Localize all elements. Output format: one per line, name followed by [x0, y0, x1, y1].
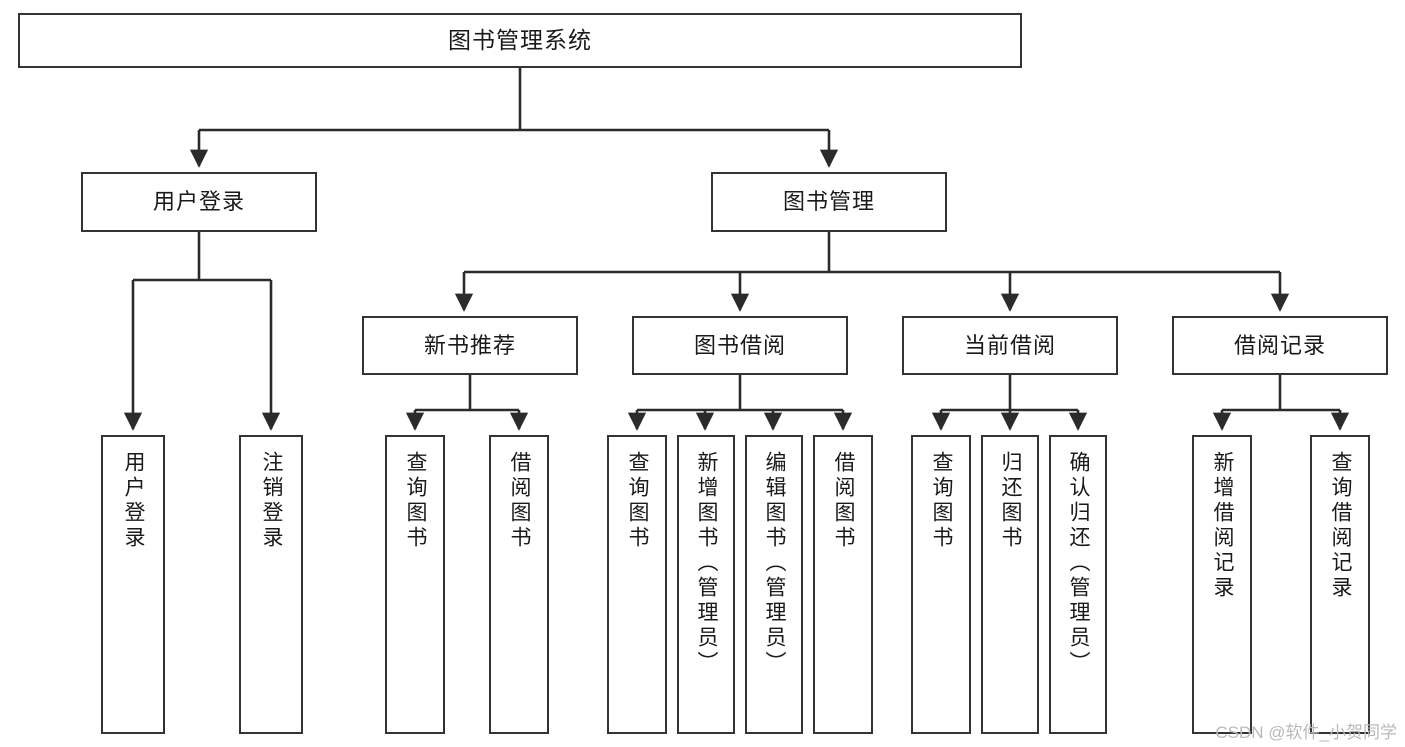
node-label: 借阅图书 [508, 451, 532, 551]
node-label: 图书管理 [782, 189, 875, 215]
node-label: 图书管理系统 [448, 26, 592, 53]
node-label: 确认归还（管理员） [1067, 451, 1091, 676]
node-book-management[interactable]: 图书管理 [711, 172, 947, 232]
leaf-query-book-borrow[interactable]: 查询图书 [607, 435, 667, 734]
node-new-book-recommendation[interactable]: 新书推荐 [362, 316, 578, 375]
node-label: 借阅图书 [832, 451, 856, 551]
node-label: 借阅记录 [1233, 332, 1326, 358]
leaf-user-logout[interactable]: 注销登录 [239, 435, 303, 734]
leaf-confirm-return-admin[interactable]: 确认归还（管理员） [1049, 435, 1107, 734]
node-label: 编辑图书（管理员） [763, 451, 787, 676]
node-borrowing-record[interactable]: 借阅记录 [1172, 316, 1388, 375]
node-label: 新增借阅记录 [1211, 451, 1235, 601]
leaf-user-login[interactable]: 用户登录 [101, 435, 165, 734]
node-label: 查询图书 [404, 451, 428, 551]
node-label: 当前借阅 [963, 332, 1056, 358]
node-label: 图书借阅 [693, 332, 786, 358]
leaf-add-borrow-record[interactable]: 新增借阅记录 [1192, 435, 1252, 734]
leaf-query-book-current[interactable]: 查询图书 [911, 435, 971, 734]
node-label: 查询借阅记录 [1329, 451, 1353, 601]
node-user-login[interactable]: 用户登录 [81, 172, 317, 232]
leaf-query-borrow-record[interactable]: 查询借阅记录 [1310, 435, 1370, 734]
leaf-borrow-book[interactable]: 借阅图书 [813, 435, 873, 734]
node-label: 新增图书（管理员） [695, 451, 719, 676]
leaf-edit-book-admin[interactable]: 编辑图书（管理员） [745, 435, 803, 734]
node-current-borrowing[interactable]: 当前借阅 [902, 316, 1118, 375]
node-book-borrowing[interactable]: 图书借阅 [632, 316, 848, 375]
leaf-return-book[interactable]: 归还图书 [981, 435, 1039, 734]
leaf-query-book-recommend[interactable]: 查询图书 [385, 435, 445, 734]
node-label: 注销登录 [260, 451, 284, 551]
node-label: 查询图书 [930, 451, 954, 551]
node-label: 用户登录 [152, 189, 245, 215]
leaf-borrow-book-recommend[interactable]: 借阅图书 [489, 435, 549, 734]
node-label: 查询图书 [626, 451, 650, 551]
node-root-book-management-system[interactable]: 图书管理系统 [18, 13, 1022, 68]
node-label: 用户登录 [122, 451, 146, 551]
node-label: 归还图书 [999, 451, 1023, 551]
leaf-add-book-admin[interactable]: 新增图书（管理员） [677, 435, 735, 734]
node-label: 新书推荐 [423, 332, 516, 358]
